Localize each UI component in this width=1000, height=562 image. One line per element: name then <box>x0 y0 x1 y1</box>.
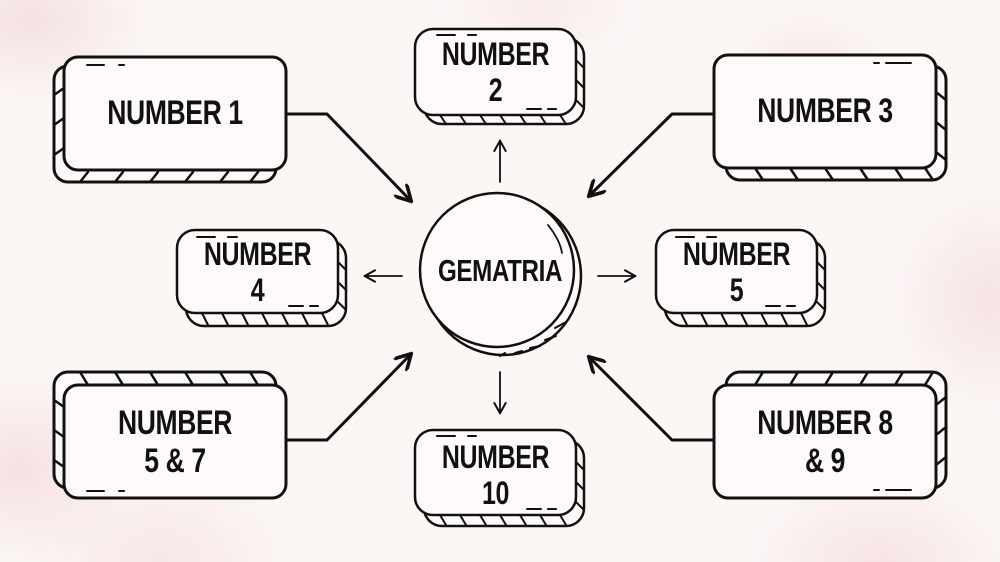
connector-number-1 <box>285 112 410 200</box>
connector-number-8-9 <box>590 358 714 442</box>
node-number-2-line-1: NUMBER 2 <box>441 36 550 108</box>
connector-number-3 <box>590 112 714 195</box>
node-number-4[interactable]: NUMBER 4 <box>195 231 321 314</box>
box-number-10-shape <box>413 428 586 528</box>
center-node-label: GEMATRIA <box>437 245 563 297</box>
node-number-8-9[interactable]: NUMBER 8 & 9 <box>738 387 911 498</box>
node-number-8-9-line-1: NUMBER 8 <box>757 404 893 443</box>
node-number-1[interactable]: NUMBER 1 <box>88 57 261 170</box>
connector-number-5-7 <box>285 355 410 442</box>
node-number-5-line-1: NUMBER 5 <box>682 236 791 308</box>
node-number-3[interactable]: NUMBER 3 <box>738 55 911 168</box>
box-number-1-shape <box>52 55 288 184</box>
node-number-8-9-line-2: & 9 <box>804 441 846 480</box>
center-label-text: GEMATRIA <box>437 252 563 288</box>
node-number-10-line-1: NUMBER 10 <box>441 439 550 511</box>
node-number-5[interactable]: NUMBER 5 <box>674 231 800 314</box>
node-number-5-7[interactable]: NUMBER 5 & 7 <box>88 387 261 498</box>
node-number-2[interactable]: NUMBER 2 <box>433 30 559 115</box>
node-number-4-line-1: NUMBER 4 <box>203 236 312 308</box>
center-coin-shape <box>418 191 583 357</box>
box-number-2-shape <box>413 27 586 126</box>
node-number-3-line-1: NUMBER 3 <box>757 91 893 130</box>
box-number-4-shape <box>175 228 348 328</box>
node-number-5-7-line-2: 5 & 7 <box>144 441 206 480</box>
node-number-1-line-1: NUMBER 1 <box>107 93 243 132</box>
box-number-5-shape <box>654 228 827 328</box>
box-number-3-shape <box>712 53 948 182</box>
node-number-10[interactable]: NUMBER 10 <box>433 433 559 518</box>
box-number-5-7-shape <box>52 370 288 500</box>
node-number-5-7-line-1: NUMBER <box>117 404 233 443</box>
box-number-8-9-shape <box>712 370 948 500</box>
